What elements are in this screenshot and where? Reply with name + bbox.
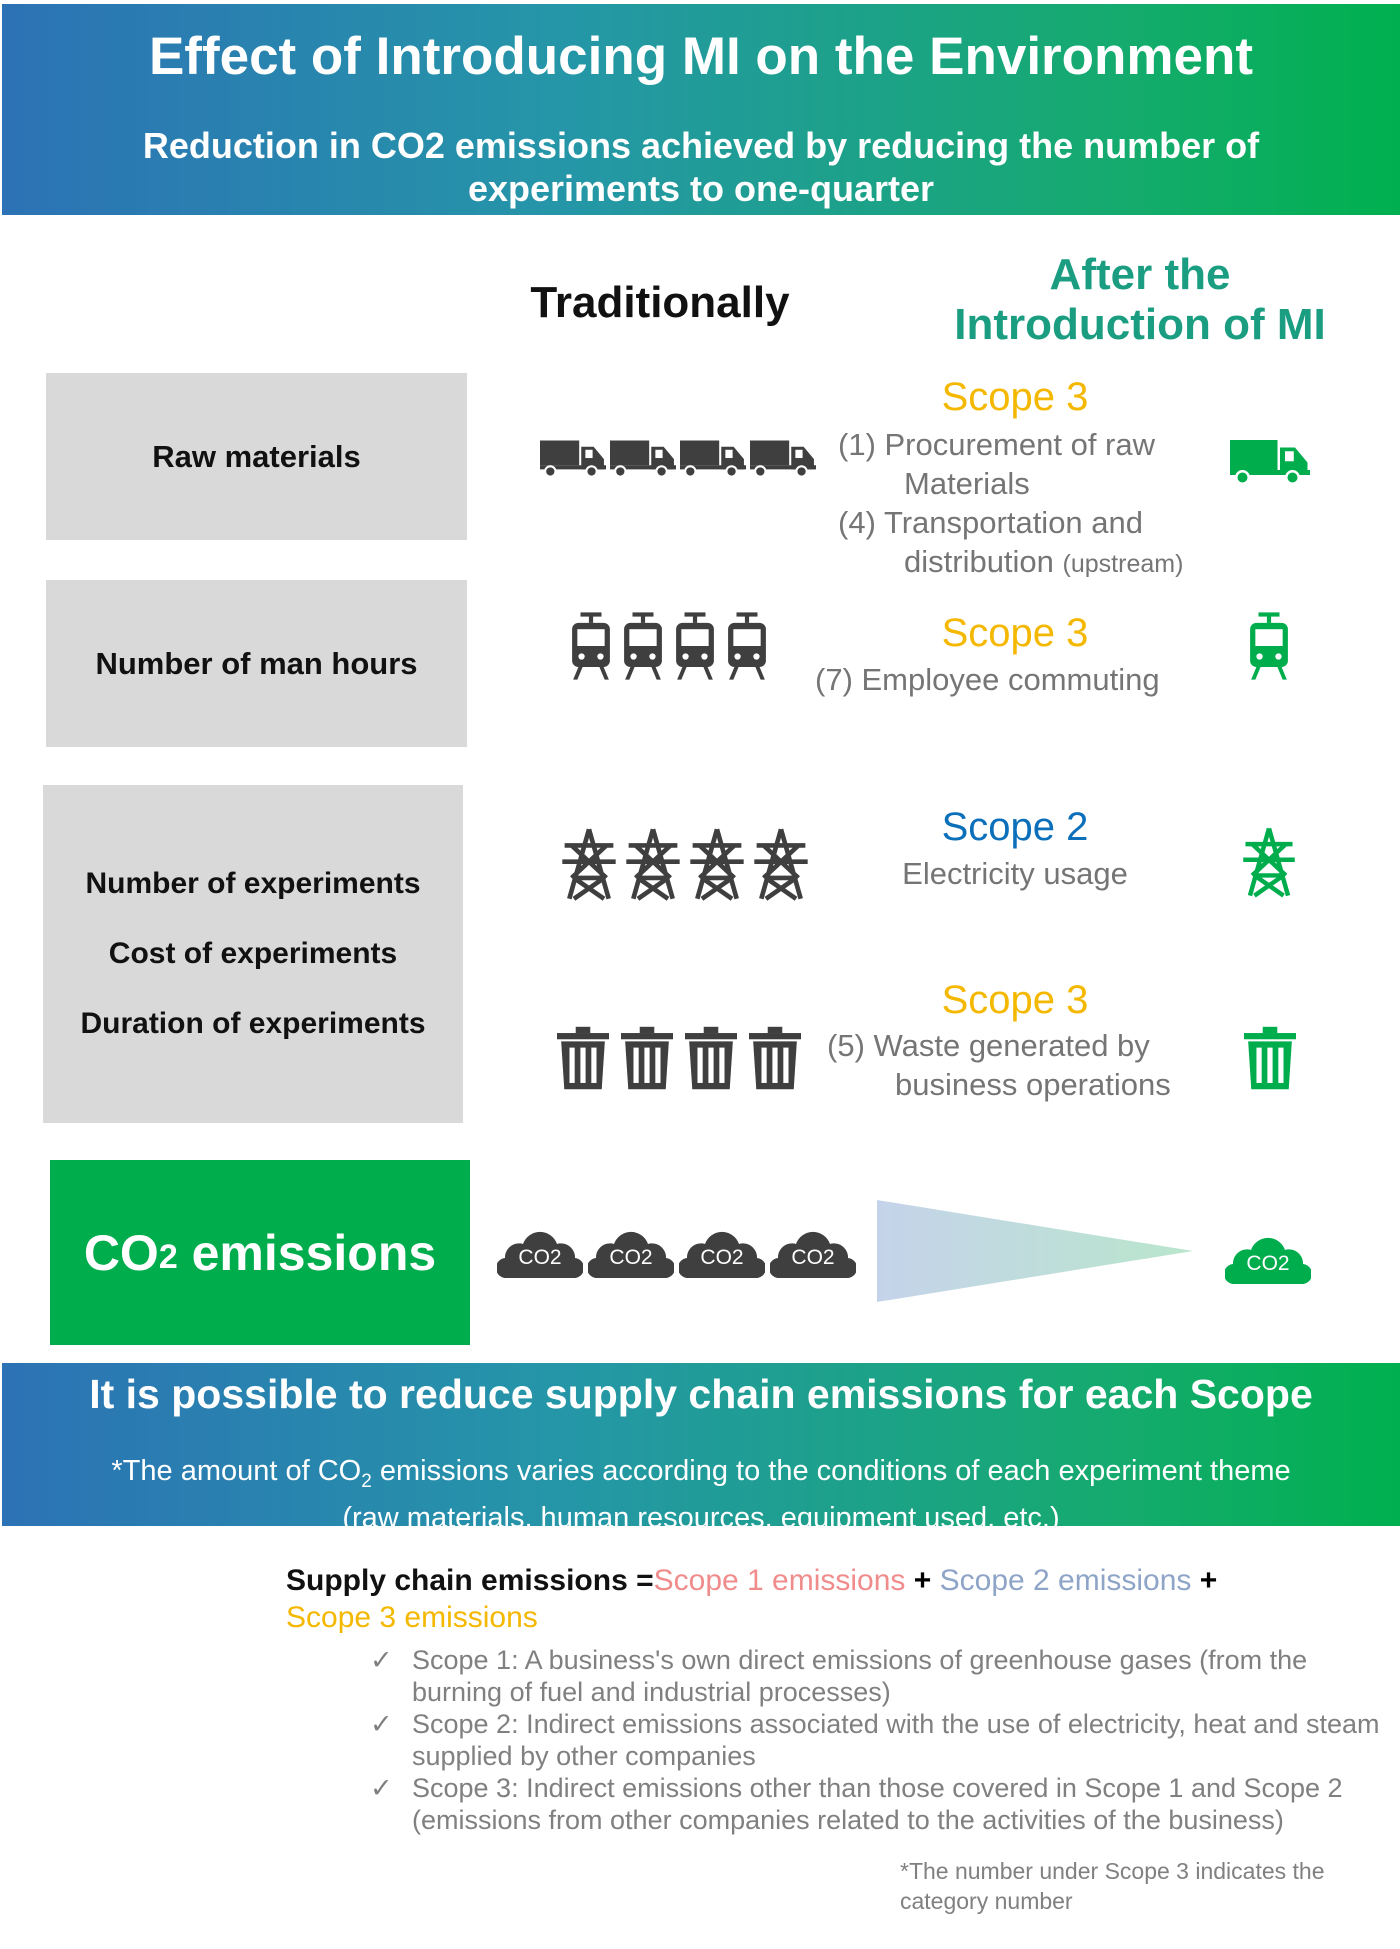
trains-traditional (570, 610, 768, 682)
co2-cloud-icon-green: CO2 (1225, 1230, 1311, 1286)
co2-clouds-traditional: CO2 CO2 CO2 CO2 (497, 1224, 856, 1280)
trash-icon (621, 1026, 673, 1090)
power-tower-icon (752, 826, 810, 902)
column-header-traditionally: Traditionally (530, 278, 790, 327)
checklist-text: Scope 1: A business's own direct emissio… (412, 1645, 1308, 1707)
trucks-traditional (540, 436, 816, 478)
trash-traditional (557, 1026, 801, 1090)
note-text: emissions varies according to the condit… (371, 1455, 1291, 1487)
page-subtitle: Reduction in CO2 emissions achieved by r… (142, 125, 1260, 209)
page-title: Effect of Introducing MI on the Environm… (148, 27, 1254, 86)
co2-subscript: 2 (158, 1238, 178, 1276)
scope-description: (5) Waste generated by business operatio… (827, 1026, 1171, 1104)
co2-cloud-icon: CO2 (588, 1224, 674, 1280)
co2-cloud-icon: CO2 (497, 1224, 583, 1280)
desc-line: distribution (904, 544, 1054, 579)
co2-cloud-icon: CO2 (770, 1224, 856, 1280)
co2-cloud-icon: CO2 (679, 1224, 765, 1280)
checklist-text: Scope 2: Indirect emissions associated w… (412, 1709, 1380, 1771)
cloud-text: CO2 (518, 1246, 562, 1269)
note-line2: (raw materials, human resources, equipme… (342, 1501, 1060, 1534)
cloud-text: CO2 (700, 1246, 744, 1269)
truck-icon (750, 436, 816, 478)
footnote: *The number under Scope 3 indicates the … (900, 1858, 1325, 1914)
formula-plus: + (905, 1564, 940, 1597)
reduction-arrow (877, 1200, 1193, 1302)
scope-description: Electricity usage (902, 856, 1128, 891)
after-line2: Introduction of MI (954, 300, 1326, 349)
man-hours-box: Number of man hours (46, 580, 467, 747)
check-icon: ✓ (370, 1645, 393, 1675)
desc-line: (4) Transportation and (838, 505, 1144, 540)
desc-line: (1) Procurement of raw (838, 427, 1155, 462)
raw-materials-box: Raw materials (46, 373, 467, 540)
train-icon (674, 610, 716, 682)
experiments-label: Cost of experiments (108, 937, 398, 970)
scope-checklist: ✓ Scope 1: A business's own direct emissi… (370, 1644, 1380, 1916)
experiments-label: Duration of experiments (80, 1007, 426, 1040)
formula-scope3: Scope 3 emissions (286, 1601, 538, 1634)
trash-icon-green (1244, 1026, 1296, 1090)
column-header-after-mi: After the Introduction of MI (900, 250, 1380, 350)
power-tower-icon (688, 826, 746, 902)
summary-title: It is possible to reduce supply chain em… (89, 1371, 1313, 1417)
trash-icon (685, 1026, 737, 1090)
scope-label: Scope 2 (941, 805, 1089, 849)
scope-label: Scope 3 (941, 978, 1089, 1022)
truck-icon (610, 436, 676, 478)
power-tower-icon (624, 826, 682, 902)
check-icon: ✓ (370, 1773, 393, 1803)
towers-traditional (560, 826, 810, 902)
desc-line: Materials (904, 466, 1030, 501)
cloud-text: CO2 (609, 1246, 653, 1269)
trash-icon (749, 1026, 801, 1090)
after-line1: After the (1049, 250, 1231, 299)
experiments-label: Number of experiments (85, 867, 421, 900)
experiments-box: Number of experiments Cost of experiment… (43, 785, 463, 1123)
desc-line: (5) Waste generated by (827, 1028, 1150, 1063)
supply-chain-formula: Supply chain emissions =Scope 1 emission… (286, 1562, 1386, 1636)
checklist-item: ✓ Scope 2: Indirect emissions associated … (370, 1708, 1380, 1772)
checklist-text: Scope 3: Indirect emissions other than t… (412, 1773, 1343, 1835)
header-banner: Effect of Introducing MI on the Environm… (2, 4, 1400, 215)
cloud-text: CO2 (1246, 1252, 1290, 1275)
co2-label: CO (83, 1224, 159, 1281)
cloud-text: CO2 (791, 1246, 835, 1269)
note-text: *The amount of CO (111, 1455, 362, 1487)
check-icon: ✓ (370, 1709, 393, 1739)
train-icon-green (1248, 610, 1290, 682)
scope-label: Scope 3 (941, 375, 1089, 419)
train-icon (622, 610, 664, 682)
scope-label: Scope 3 (941, 611, 1089, 655)
power-tower-icon (560, 826, 618, 902)
formula-scope2: Scope 2 emissions (939, 1564, 1192, 1597)
trash-icon (557, 1026, 609, 1090)
checklist-item: ✓ Scope 1: A business's own direct emissi… (370, 1644, 1380, 1708)
raw-materials-label: Raw materials (152, 438, 361, 474)
man-hours-label: Number of man hours (95, 645, 418, 681)
summary-banner: It is possible to reduce supply chain em… (2, 1363, 1400, 1534)
summary-note: *The amount of CO2 emissions varies acco… (2, 1453, 1400, 1536)
co2-label-rest: emissions (177, 1224, 437, 1281)
train-icon (726, 610, 768, 682)
note-subscript: 2 (361, 1470, 372, 1492)
train-icon (570, 610, 612, 682)
formula-lhs: Supply chain emissions = (286, 1564, 654, 1597)
checklist-item: ✓ Scope 3: Indirect emissions other than … (370, 1772, 1380, 1836)
desc-note: (upstream) (1062, 550, 1184, 578)
truck-icon-green (1230, 435, 1310, 485)
scope-description: (1) Procurement of raw Materials (4) Tra… (838, 425, 1183, 584)
power-tower-icon-green (1241, 824, 1297, 900)
scope-description: (7) Employee commuting (815, 662, 1160, 697)
truck-icon (680, 436, 746, 478)
truck-icon (540, 436, 606, 478)
desc-line: business operations (895, 1067, 1171, 1102)
formula-plus: + (1191, 1564, 1226, 1597)
formula-scope1: Scope 1 emissions (653, 1564, 906, 1597)
